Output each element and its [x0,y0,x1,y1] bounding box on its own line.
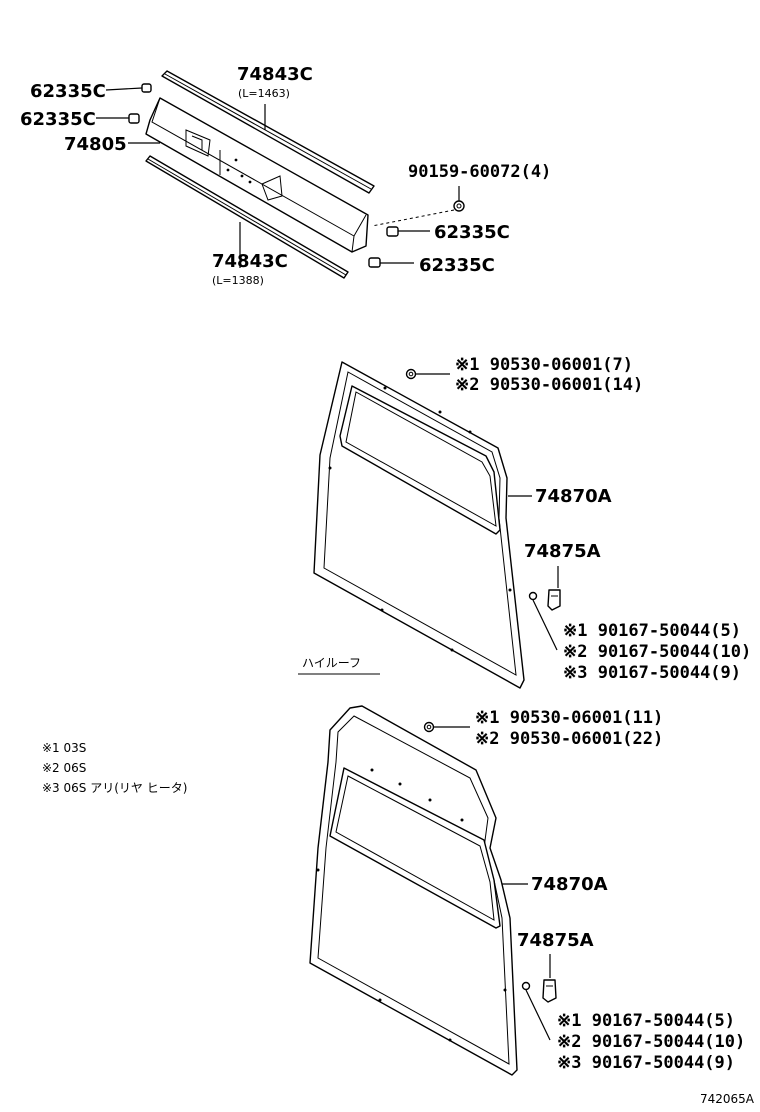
mid-clip-line-1: ※1 90167-50044(5) [563,621,741,641]
bottom-panel-label: 74870A [531,874,608,895]
cap-label-1: 62335C [30,81,106,102]
cap-right-upper[interactable] [386,226,399,237]
mid-clip-line-2: ※2 90167-50044(10) [563,642,751,662]
bolt-label: 90159-60072(4) [408,162,551,182]
bottom-clip-line-3: ※3 90167-50044(9) [557,1053,735,1073]
mid-screw-line-1: ※1 90530-06001(7) [455,355,633,375]
bottom-screw-line-1: ※1 90530-06001(11) [475,708,663,728]
bracket-label: 74805 [64,134,127,155]
mid-panel-label: 74870A [535,486,612,507]
upper-rail-length: (L=1463) [238,87,290,100]
mid-clip-part[interactable] [528,589,561,611]
upper-rail-part[interactable] [161,70,375,194]
cap-label-4: 62335C [419,255,495,276]
bottom-clip-line-1: ※1 90167-50044(5) [557,1011,735,1031]
note-3: ※3 06S アリ(リヤ ヒータ) [42,781,187,795]
upper-rail-label: 74843C [237,64,313,85]
cap-label-3: 62335C [434,222,510,243]
mid-clip-line-3: ※3 90167-50044(9) [563,663,741,683]
bottom-clip-label: 74875A [517,930,594,951]
bottom-screw-part[interactable] [423,721,435,733]
bottom-clip-part[interactable] [521,979,557,1003]
top-group: 74843C (L=1463) 62335C 62335C 74805 9015… [20,64,551,287]
mid-panel-part[interactable] [313,361,525,689]
cap-left-upper[interactable] [141,83,152,93]
note-2: ※2 06S [42,761,86,775]
bottom-clip-line-2: ※2 90167-50044(10) [557,1032,745,1052]
cap-label-2: 62335C [20,109,96,130]
figure-id: 742065A [700,1092,755,1106]
lower-rail-part[interactable] [145,155,349,279]
bolt-part[interactable] [453,200,465,212]
lower-rail-label: 74843C [212,251,288,272]
note-1: ※1 03S [42,741,86,755]
bottom-panel-part[interactable] [309,705,518,1076]
mid-clip-label: 74875A [524,541,601,562]
notes-block: ※1 03S ※2 06S ※3 06S アリ(リヤ ヒータ) [42,741,187,795]
bottom-group: ※1 90530-06001(11) ※2 90530-06001(22) 74… [309,705,745,1076]
mid-screw-line-2: ※2 90530-06001(14) [455,375,643,395]
bracket-part[interactable] [145,97,369,253]
bottom-screw-line-2: ※2 90530-06001(22) [475,729,663,749]
mid-group: ※1 90530-06001(7) ※2 90530-06001(14) 748… [298,355,751,689]
high-roof-label: ハイルーフ [302,656,361,670]
cap-left-lower[interactable] [128,113,140,124]
mid-screw-part[interactable] [405,368,417,380]
cap-right-lower[interactable] [368,257,381,268]
lower-rail-length: (L=1388) [212,274,264,287]
